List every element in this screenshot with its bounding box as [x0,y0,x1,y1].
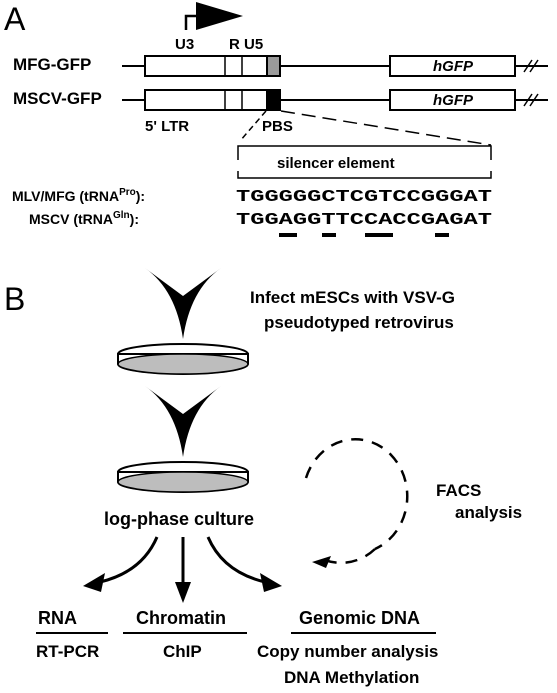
silencer-bracket [237,145,492,160]
svg-text:MSCV (tRNAGln):: MSCV (tRNAGln): [29,210,139,227]
culture-label: log-phase culture [104,509,254,529]
sequence-row-mlv: MLV/MFG (tRNAPro): TGGGGGCTCGTCCGGGAT [12,187,492,207]
output-rna: RNA RT-PCR [36,608,108,661]
pbs-box [266,55,281,77]
infect-text-line2: pseudotyped retrovirus [264,313,454,332]
mismatch-bar [279,233,297,237]
output-title: RNA [38,608,77,628]
seq-label-end: ): [130,211,139,227]
facs-arrowhead-icon [312,556,331,568]
output-method: RT-PCR [36,642,99,661]
down-arrowhead-icon [145,268,221,339]
pbs-label: PBS [262,118,293,135]
mismatch-bar [365,233,393,237]
sequence-text: TGGAGGTTCCACCGAGAT [236,211,492,230]
output-title: Genomic DNA [299,608,420,628]
zoom-line-left [239,110,267,142]
u3-label: U3 [175,36,194,53]
construct-name: MSCV-GFP [13,89,102,108]
arrowhead-icon [175,582,191,603]
output-method-2: DNA Methylation [284,668,419,687]
infect-text-line1: Infect mESCs with VSV-G [250,288,455,307]
trna-superscript: Gln [113,210,130,221]
seq-label: MLV/MFG (tRNA [12,188,119,204]
silencer-underline [237,171,492,179]
construct-mscv-gfp: MSCV-GFP hGFP [13,89,548,111]
silencer-label: silencer element [277,155,395,172]
facs-label-line1: FACS [436,481,481,500]
output-method: Copy number analysis [257,642,438,661]
panel-b-label: B [4,281,25,317]
mismatch-markers [279,233,449,237]
ltr-label: 5' LTR [145,118,189,135]
construct-mfg-gfp: MFG-GFP hGFP [13,55,548,77]
output-method: ChIP [163,642,202,661]
mismatch-bar [322,233,336,237]
panel-a-label: A [4,1,26,37]
gene-box [389,55,516,77]
zoom-line-right [280,110,492,146]
svg-text:MLV/MFG (tRNAPro):: MLV/MFG (tRNAPro): [12,187,145,204]
gene-label: hGFP [433,92,474,109]
facs-label-line2: analysis [455,503,522,522]
seq-label: MSCV (tRNA [29,211,113,227]
output-title: Chromatin [136,608,226,628]
pbs-box [266,89,281,111]
seq-label-end: ): [136,188,145,204]
gene-label: hGFP [433,58,474,75]
culture-dish-icon [117,461,249,493]
arrowhead-icon [83,573,105,592]
gene-box [389,89,516,111]
ltr-box [144,89,268,111]
arrowhead-icon [260,573,282,592]
sequence-text: TGGGGGCTCGTCCGGGAT [236,188,492,207]
output-genomic-dna: Genomic DNA Copy number analysis DNA Met… [257,608,438,687]
trna-superscript: Pro [119,187,136,198]
u5-label: U5 [244,36,263,53]
culture-dish-icon [117,343,249,375]
promoter-arrow-icon [184,2,243,30]
construct-name: MFG-GFP [13,55,91,74]
facs-cycle [304,438,409,568]
sequence-row-mscv: MSCV (tRNAGln): TGGAGGTTCCACCGAGAT [29,210,492,230]
ltr-box [144,55,268,77]
branch-arrows [83,536,282,603]
mismatch-bar [435,233,449,237]
r-label: R [229,36,240,53]
output-chromatin: Chromatin ChIP [123,608,247,661]
down-arrowhead-icon [145,386,221,457]
